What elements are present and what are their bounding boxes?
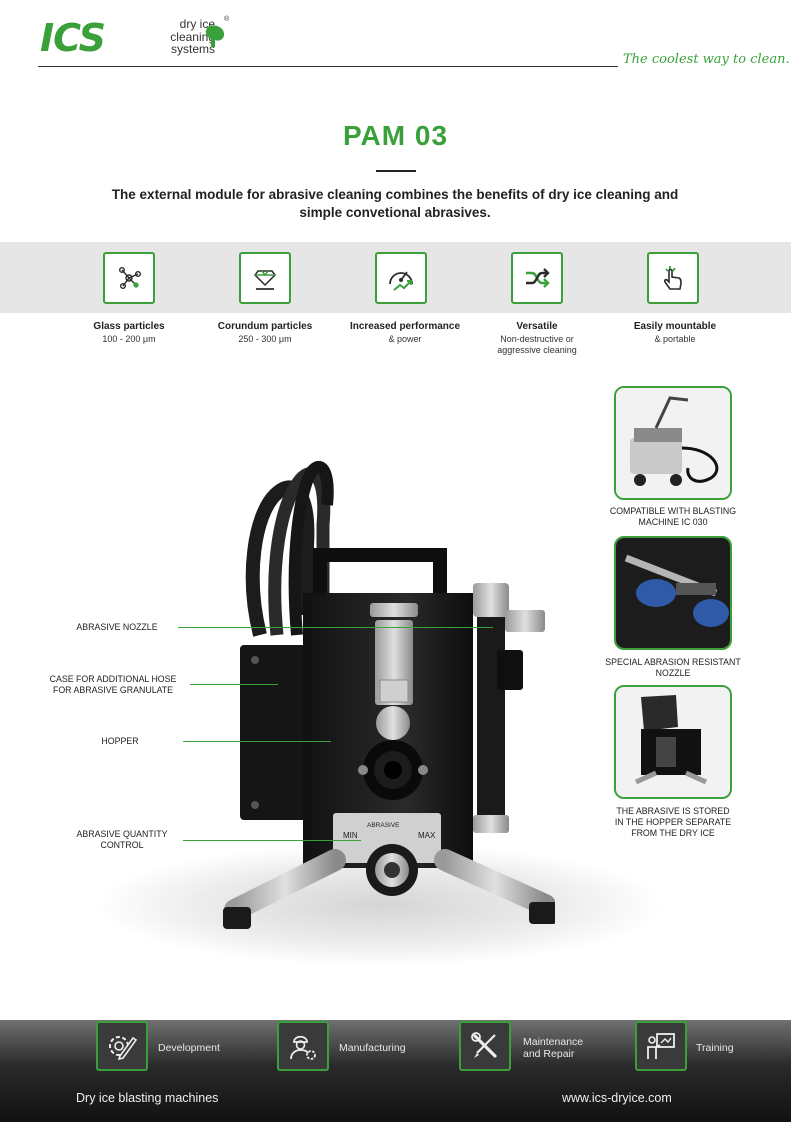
registered-mark: ® [224,16,230,23]
logo-wordmark: ICS [40,16,106,60]
abrasion-nozzle-image [616,538,730,648]
hopper-image [616,687,730,797]
feature-label-versatile: Versatile [516,321,558,332]
wrench-screwdriver-icon [459,1021,511,1071]
feature-sub-glass: 100 - 200 μm [102,334,156,344]
molecule-icon [103,252,155,304]
feature-sub-performance: & power [388,334,422,344]
feature-label-mountable: Easily mountable [633,321,717,332]
footer-label-training: Training [696,1042,734,1054]
footer-label-development: Development [158,1042,220,1054]
footer-label-maintenance: Maintenance and Repair [523,1036,584,1060]
footer-website-link[interactable]: www.ics-dryice.com [562,1091,672,1105]
callout-abrasive-nozzle: ABRASIVE NOZZLE [76,622,158,632]
shuffle-icon [511,252,563,304]
dial-max-label: MAX [418,831,436,840]
page-title: PAM 03 [342,120,449,151]
feature-sub-corundum: 250 - 300 μm [238,334,292,344]
logo-subtitle: dry ice cleaning systems [170,17,215,56]
tree-icon [205,25,225,47]
dial-min-label: MIN [343,831,358,840]
callout-hose-case: CASE FOR ADDITIONAL HOSE FOR ABRASIVE GR… [49,674,177,695]
callout-line-case [190,684,278,685]
intro-text: The external module for abrasive cleanin… [111,187,679,220]
dial-label: ABRASIVE [367,822,400,829]
worker-gear-icon [277,1021,329,1071]
photo-abrasion-nozzle [614,536,732,650]
feature-sub-versatile: Non-destructive or aggressive cleaning [497,334,577,355]
caption-hopper: THE ABRASIVE IS STORED IN THE HOPPER SEP… [614,806,732,838]
feature-label-glass: Glass particles [93,321,165,332]
presenter-board-icon [635,1021,687,1071]
footer-label-manufacturing: Manufacturing [339,1042,406,1054]
gear-pencil-icon [96,1021,148,1071]
caption-abrasion-nozzle: SPECIAL ABRASION RESISTANT NOZZLE [605,657,741,678]
diamond-icon [239,252,291,304]
title-divider [376,170,416,172]
photo-blasting-machine [614,386,732,500]
blasting-machine-image [616,388,730,498]
callout-line-nozzle [178,627,493,628]
caption-blasting-machine: COMPATIBLE WITH BLASTING MACHINE IC 030 [609,506,737,527]
gauge-icon [375,252,427,304]
callout-line-quantity [183,840,361,841]
feature-label-corundum: Corundum particles [217,321,313,332]
callout-hopper: HOPPER [101,736,139,746]
header-divider [38,66,618,67]
pam03-machine-image: MIN MAX ABRASIVE [223,461,555,929]
feature-sub-mountable: & portable [654,334,696,344]
tagline: The coolest way to clean... [623,52,791,67]
callout-line-hopper [183,741,331,742]
hand-pointer-icon [647,252,699,304]
footer-slogan: Dry ice blasting machines [76,1091,219,1105]
photo-hopper [614,685,732,799]
ics-logo: ICS dry ice cleaning systems ® [40,16,240,60]
feature-label-performance: Increased performance [349,321,461,332]
callout-quantity-control: ABRASIVE QUANTITY CONTROL [76,829,168,850]
